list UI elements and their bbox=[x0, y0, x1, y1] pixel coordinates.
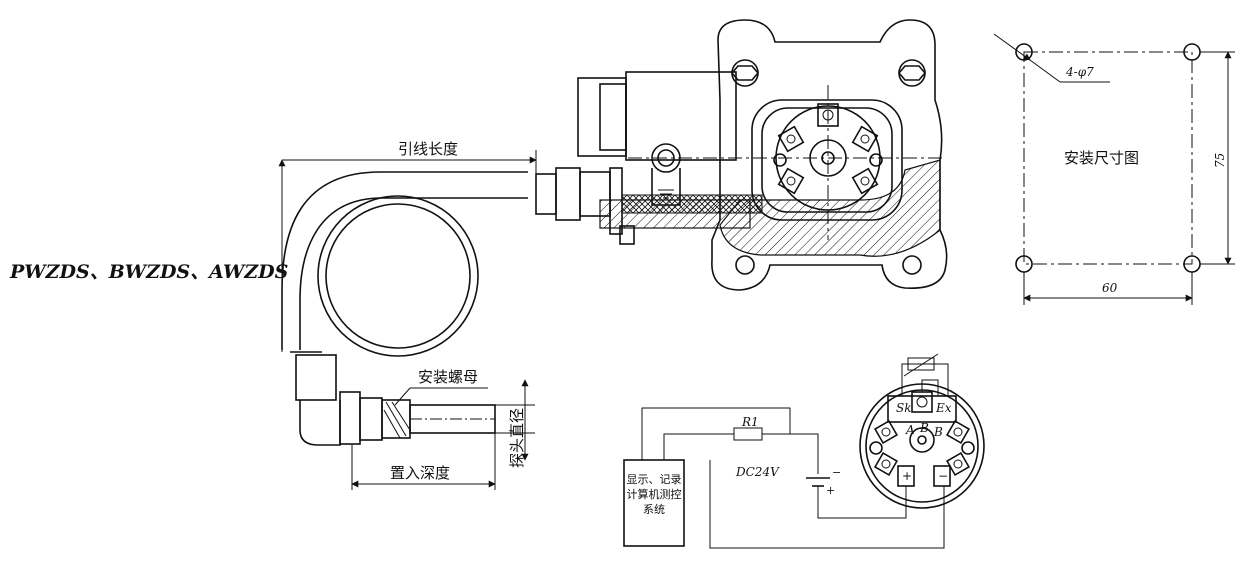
terminal-b2-label: B bbox=[933, 425, 943, 439]
dim-width-label: 60 bbox=[1102, 281, 1118, 295]
probe-assembly bbox=[295, 354, 535, 461]
bolt-top-right bbox=[897, 59, 927, 87]
dim-height-label: 75 bbox=[1213, 153, 1227, 168]
mounting-dimensions-title: 安装尺寸图 bbox=[1064, 149, 1139, 167]
mount-hole-left bbox=[735, 255, 755, 275]
insertion-depth-label: 置入深度 bbox=[390, 464, 450, 482]
terminal-ex-label: Ex bbox=[935, 401, 952, 415]
lead-length-dimension: 引线长度 bbox=[278, 140, 537, 352]
battery-minus-label: − bbox=[832, 466, 841, 479]
display-system-box bbox=[623, 459, 685, 547]
mounting-dimensions bbox=[993, 33, 1235, 305]
mounting-nut-label: 安装螺母 bbox=[418, 368, 478, 386]
resistor-r1 bbox=[733, 427, 763, 441]
sensor-housing bbox=[535, 19, 948, 291]
supply-label: DC24V bbox=[735, 465, 780, 479]
terminal-a-label: A bbox=[905, 423, 915, 437]
wiring-schematic bbox=[623, 353, 985, 549]
battery-plus-label: + bbox=[826, 484, 835, 497]
terminal-sk-label: Sk bbox=[896, 401, 912, 415]
resistor-label: R1 bbox=[741, 415, 759, 429]
lead-length-label: 引线长度 bbox=[398, 140, 458, 158]
probe-diameter-label: 探头直径 bbox=[508, 408, 526, 468]
bolt-top-left bbox=[730, 59, 760, 87]
cable-loop bbox=[281, 171, 528, 357]
display-system-label: 显示、记录计算机测控系统 bbox=[626, 473, 682, 516]
mount-hole-right bbox=[902, 255, 922, 275]
model-label: PWZDS、BWZDS、AWZDS bbox=[9, 261, 288, 283]
insertion-depth-dimension bbox=[351, 433, 496, 490]
terminal-b-label: B bbox=[919, 421, 929, 435]
display-system-label-box: 显示、记录计算机测控系统 bbox=[626, 473, 682, 516]
terminal-minus-label: − bbox=[938, 469, 948, 483]
potentiometer bbox=[907, 357, 935, 371]
hole-spec-label: 4-φ7 bbox=[1065, 65, 1094, 79]
terminal-plus-label: + bbox=[902, 469, 912, 483]
